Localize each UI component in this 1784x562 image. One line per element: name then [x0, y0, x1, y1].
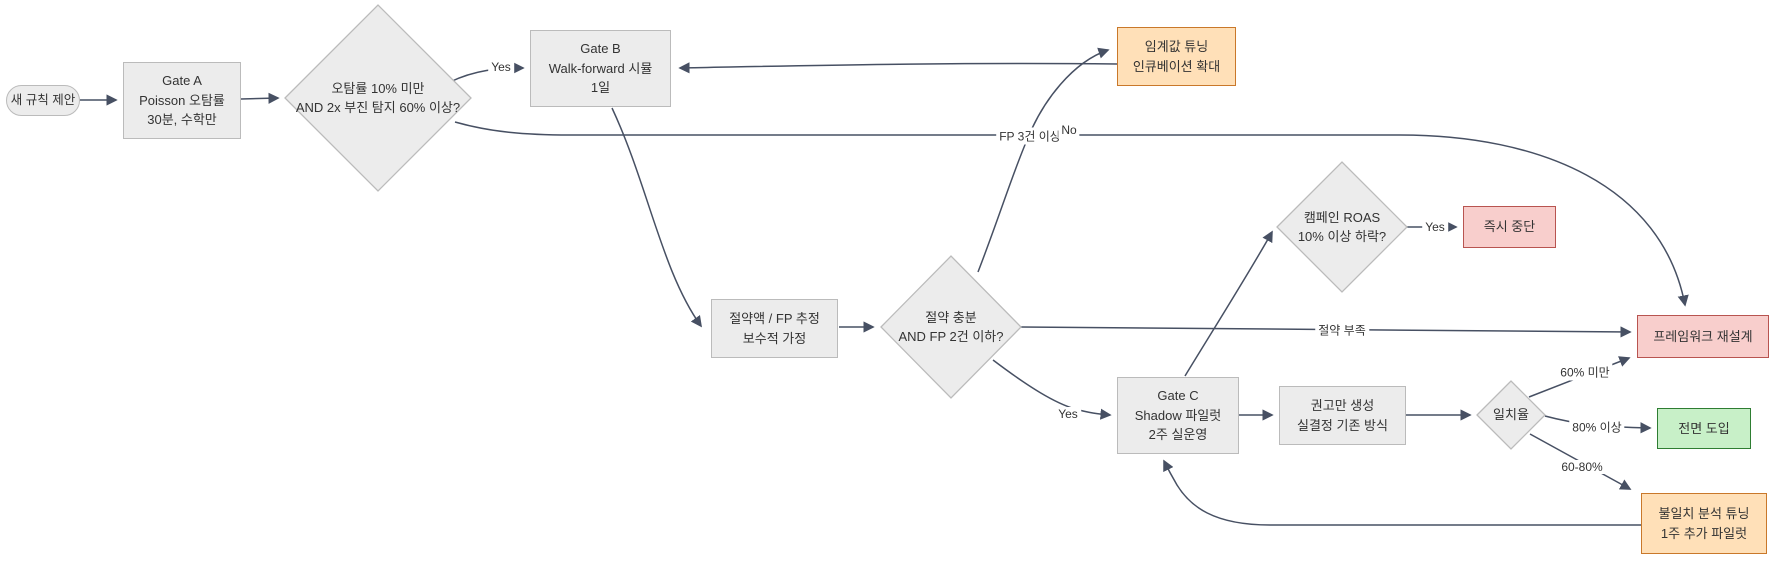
gate-c-node: Gate C Shadow 파일럿 2주 실운영 — [1117, 377, 1239, 454]
edge-label-roas-yes: Yes — [1422, 220, 1448, 234]
edge-gate-a-to-decision1 — [240, 92, 280, 104]
threshold-tuning-line1: 임계값 튜닝 — [1144, 39, 1209, 54]
mismatch-tuning-node: 불일치 분석 튜닝 1주 추가 파일럿 — [1641, 493, 1767, 554]
gate-c-line1: Gate C — [1157, 388, 1199, 404]
edge-decision1-no-to-redesign — [454, 121, 1689, 307]
edge-label-decision1-no: No — [1058, 123, 1080, 137]
decision-savings-line1: 절약 충분 — [925, 309, 977, 325]
decision-falsepos-diamond — [284, 4, 472, 192]
decision-falsepos-label: 오탐률 10% 미만 AND 2x 부진 탐지 60% 이상? — [283, 68, 473, 128]
recommend-only-line1: 권고만 생성 — [1310, 398, 1375, 413]
decision-savings-line2: AND FP 2건 이하? — [898, 329, 1004, 344]
edge-label-decision1-yes: Yes — [488, 60, 514, 74]
mismatch-tuning-line2: 1주 추가 파일럿 — [1660, 525, 1748, 541]
edge-label-agreement-ge80: 80% 이상 — [1569, 418, 1625, 436]
edge-label-agreement-lt60: 60% 미만 — [1557, 363, 1613, 381]
full-rollout-node: 전면 도입 — [1657, 408, 1751, 449]
threshold-tuning-line2: 인큐베이션 확대 — [1132, 58, 1221, 74]
edge-gate-c-to-roas — [1184, 230, 1273, 377]
redesign-node: 프레임워크 재설계 — [1637, 315, 1769, 358]
halt-label: 즉시 중단 — [1483, 219, 1536, 235]
halt-node: 즉시 중단 — [1463, 206, 1556, 248]
edge-mismatch-to-gate-c — [1163, 459, 1641, 526]
gate-c-line3: 2주 실운영 — [1148, 427, 1208, 443]
decision-agreement-text: 일치율 — [1493, 407, 1529, 423]
gate-b-node: Gate B Walk-forward 시뮬 1일 — [530, 30, 671, 107]
edge-label-decision2-yes: Yes — [1055, 407, 1081, 421]
decision-savings-label: 절약 충분 AND FP 2건 이하? — [871, 297, 1031, 357]
decision-falsepos-line2: AND 2x 부진 탐지 60% 이상? — [295, 100, 461, 115]
decision-falsepos-line1: 오탐률 10% 미만 — [331, 80, 425, 96]
edge-label-savings-short: 절약 부족 — [1315, 321, 1369, 339]
decision-agreement-diamond — [1476, 380, 1546, 450]
gate-b-line3: 1일 — [590, 80, 611, 96]
start-label: 새 규칙 제안 — [10, 93, 76, 108]
decision-roas-line1: 캠페인 ROAS — [1303, 209, 1381, 225]
redesign-label: 프레임워크 재설계 — [1653, 328, 1753, 344]
gate-a-line1: Gate A — [162, 73, 202, 89]
decision-roas-diamond — [1276, 161, 1408, 293]
recommend-only-line2: 실결정 기존 방식 — [1297, 417, 1388, 433]
decision-agreement-label: 일치율 — [1471, 400, 1551, 430]
mismatch-tuning-line1: 불일치 분석 튜닝 — [1658, 506, 1750, 521]
gate-b-line1: Gate B — [580, 41, 621, 57]
edge-threshold-to-gate-b — [678, 62, 1118, 74]
recommend-only-node: 권고만 생성 실결정 기존 방식 — [1279, 386, 1406, 445]
estimate-line1: 절약액 / FP 추정 — [729, 311, 820, 326]
gate-a-line3: 30분, 수학만 — [147, 112, 217, 128]
threshold-tuning-node: 임계값 튜닝 인큐베이션 확대 — [1117, 27, 1236, 86]
edge-gate-b-to-estimate — [611, 107, 702, 328]
gate-a-line2: Poisson 오탐률 — [139, 92, 225, 108]
estimate-node: 절약액 / FP 추정 보수적 가정 — [711, 299, 838, 358]
edge-label-agreement-mid: 60-80% — [1558, 460, 1606, 474]
decision-roas-line2: 10% 이상 하락? — [1297, 229, 1387, 244]
edge-decision2-yes-to-gate-c — [992, 359, 1112, 420]
edge-decision2-fp3-to-threshold — [977, 47, 1110, 273]
gate-b-line2: Walk-forward 시뮬 — [548, 60, 653, 76]
decision-savings-diamond — [880, 255, 1022, 399]
edge-decision1-yes-to-gate-b — [449, 62, 525, 83]
full-rollout-label: 전면 도입 — [1678, 420, 1730, 436]
estimate-line2: 보수적 가정 — [742, 330, 807, 346]
gate-c-line2: Shadow 파일럿 — [1134, 407, 1222, 423]
edge-label-fp-over-3: FP 3건 이상 — [996, 127, 1064, 145]
start-node: 새 규칙 제안 — [6, 85, 80, 116]
decision-roas-label: 캠페인 ROAS 10% 이상 하락? — [1272, 197, 1412, 257]
gate-a-node: Gate A Poisson 오탐률 30분, 수학만 — [123, 62, 241, 139]
